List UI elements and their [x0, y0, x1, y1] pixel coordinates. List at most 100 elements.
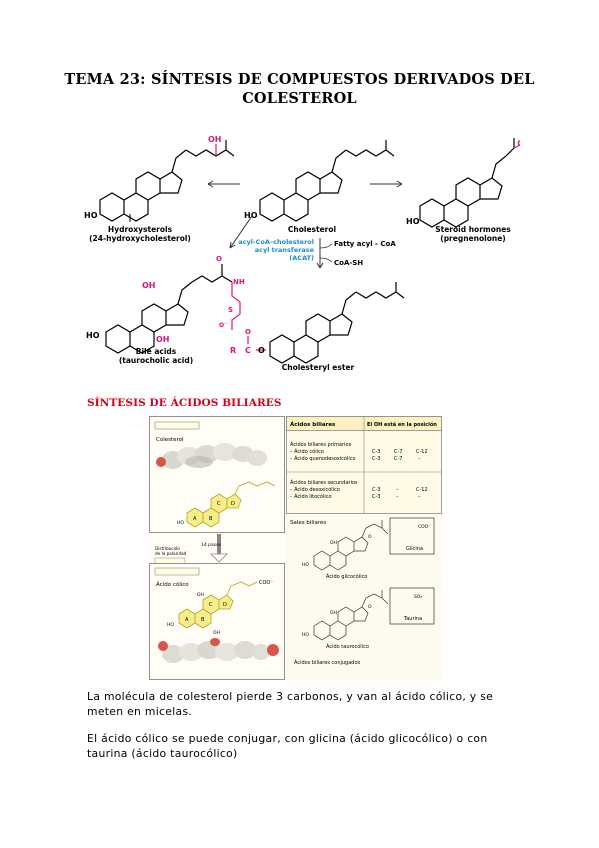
section-heading: SÍNTESIS DE ÁCIDOS BILIARES [87, 397, 282, 409]
table-secundarios: Ácidos biliares secundarios [290, 479, 358, 486]
cholic-acid-ring-diagram [178, 581, 258, 629]
pos-r1-c1: C-3 [372, 449, 380, 455]
table-colico: – Ácido cólico [290, 448, 324, 455]
cholic-acid-spacefill-model [158, 638, 279, 663]
table-primarios: Ácidos biliares primarios [290, 441, 352, 448]
colesterol-label: Colesterol [156, 437, 184, 443]
cholesterol-label: Cholesterol [288, 225, 336, 234]
cholesterol-ho-small: HO [177, 520, 184, 526]
table-positions: C-3 C-7 C-12 C-3 C-7 – C-3 – C-12 C-3 – … [372, 449, 428, 500]
steroid-hormone-structure [419, 138, 520, 228]
cholic-ring-d: D [223, 602, 227, 608]
cholic-ring-c: C [209, 602, 213, 608]
bile-acid-structure [105, 264, 241, 354]
paragraph-2: El ácido cólico se puede conjugar, con g… [87, 732, 488, 760]
taurocholic-acid-structure [313, 590, 389, 641]
acat-enzyme-line1: acyl-CoA–cholesterol [238, 238, 314, 246]
glyco-ho: HO [302, 562, 309, 568]
hydroxysterols-sublabel: (24-hydroxycholesterol) [89, 234, 191, 243]
bile-oh-12: OH [142, 281, 156, 290]
glicina-label: Glicina [406, 546, 423, 552]
pos-r3-c2: – [396, 487, 399, 493]
ring-label-c: C [217, 501, 221, 507]
pos-r2-c2: C-7 [394, 456, 402, 462]
pos-r1-c3: C-12 [416, 449, 428, 455]
steroid-hormones-label: Steroid hormones [435, 225, 511, 234]
cholic-acid-synthesis-figure: Colesterol A B C D HO 14 pasos Distribuc… [149, 416, 285, 680]
cholesterol-structure [259, 139, 395, 222]
cholic-ho: HO [167, 622, 174, 628]
arrow-to-bile-acids [229, 215, 253, 249]
steroid-o: O [517, 139, 520, 148]
bile-oh-7: OH [156, 335, 170, 344]
cholesterol-ho: HO [244, 211, 258, 220]
tauro-o: O [368, 604, 372, 610]
hydroxysterol-ho: HO [84, 211, 98, 220]
glyco-coo: COO⁻ [418, 524, 431, 530]
tauro-oh-12: OH [330, 610, 337, 616]
fatty-acyl-coa-label: Fatty acyl - CoA [334, 240, 396, 248]
distribucion-label-1: Distribución [155, 546, 180, 551]
cholesterol-derivatives-figure: HO OH Hydroxysterols (24-hydroxycholeste… [84, 135, 520, 372]
pos-r4-c1: C-3 [372, 494, 380, 500]
glicocolico-label: Ácido glicocólico [326, 573, 367, 580]
cholesterol-spacefill-model [156, 443, 267, 469]
hydroxysterol-structure [99, 140, 235, 222]
cholic-ring-a: A [185, 617, 189, 623]
pasos-label: 14 pasos [201, 542, 222, 548]
bile-ho: HO [86, 331, 100, 340]
table-quenodesoxicolico: – Ácido quenodesoxicólico [290, 455, 356, 462]
acido-colico-label: Ácido cólico [156, 581, 189, 588]
pos-r4-c3: – [418, 494, 421, 500]
cholic-oh-12: OH [197, 592, 204, 598]
steroid-hormones-sublabel: (pregnenolone) [440, 234, 505, 243]
cholic-oh-7: OH [213, 630, 220, 636]
ring-label-a: A [193, 516, 197, 522]
table-desoxicolico: – Ácido desoxicólico [290, 486, 340, 493]
bile-carbonyl-o: O [216, 255, 222, 263]
title-line-2: COLESTEROL [242, 90, 357, 107]
tauro-so3: SO₃⁻ [414, 594, 425, 600]
ring-label-b: B [209, 516, 213, 522]
glycocholic-acid-structure [313, 520, 389, 571]
bile-acids-table: Ácidos biliares El OH está en la posició… [286, 416, 442, 514]
bile-s: S [228, 306, 233, 314]
taurina-label: Taurina [403, 616, 422, 622]
cholesteryl-ester-structure [269, 281, 405, 364]
bile-acids-label: Bile acids [136, 347, 177, 356]
pos-r1-c2: C-7 [394, 449, 402, 455]
ester-o-link: O [258, 346, 265, 355]
page-title: TEMA 23: SÍNTESIS DE COMPUESTOS DERIVADO… [60, 70, 539, 108]
glyco-oh-12: OH [330, 540, 337, 546]
acat-enzyme-line3: (ACAT) [289, 254, 314, 262]
sales-biliares-label: Sales biliares [290, 520, 326, 526]
taurocolico-label: Ácido taurocólico [326, 643, 369, 650]
pos-r3-c1: C-3 [372, 487, 380, 493]
pos-r2-c1: C-3 [372, 456, 380, 462]
cholic-ring-b: B [201, 617, 205, 623]
pos-r2-c3: – [418, 456, 421, 462]
table-litocolico: – Ácido litocólico [290, 493, 332, 500]
pos-r4-c2: – [396, 494, 399, 500]
bile-nh: NH [233, 278, 245, 286]
cholic-coo-label: COO⁻ [259, 580, 273, 586]
acat-enzyme-line2: acyl transferase [255, 246, 315, 254]
ester-o: O [245, 328, 251, 336]
conjugados-label: Ácidos biliares conjugados [294, 659, 361, 666]
bile-o-minus: O⁻ [219, 322, 227, 329]
hydroxysterols-label: Hydroxysterols [108, 225, 173, 234]
steroid-ho: HO [406, 217, 420, 226]
bile-salts-figure: Sales biliares O COO⁻ Glicina Ácido glic… [286, 514, 442, 680]
ester-c: C [245, 346, 251, 355]
cholesteryl-ester-label: Cholesteryl ester [282, 363, 355, 372]
tauro-ho: HO [302, 632, 309, 638]
hydroxysterol-oh: OH [208, 135, 222, 144]
table-header-acids: Ácidos biliares [290, 421, 336, 428]
cholesterol-ring-diagram [186, 481, 276, 528]
pos-r3-c3: C-12 [416, 487, 428, 493]
ring-label-d: D [231, 501, 235, 507]
bile-acids-sublabel: (taurocholic acid) [119, 356, 193, 365]
title-line-1: TEMA 23: SÍNTESIS DE COMPUESTOS DERIVADO… [64, 71, 535, 88]
paragraph-1: La molécula de colesterol pierde 3 carbo… [87, 690, 494, 718]
glyco-o: O [368, 534, 372, 540]
